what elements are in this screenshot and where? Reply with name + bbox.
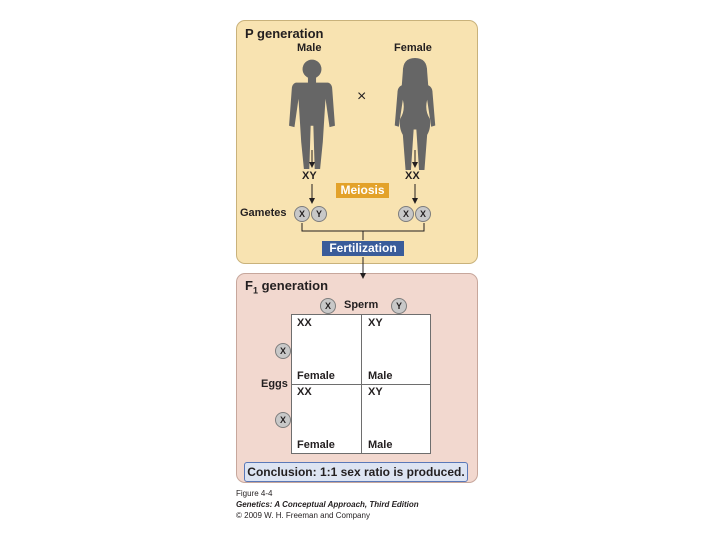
cell-sex: Female [297, 370, 335, 382]
female-genotype: XX [405, 170, 420, 182]
sperm-x: X [320, 298, 336, 314]
p-generation-title: P generation [245, 26, 324, 41]
f1-generation-title: F1 generation [245, 278, 328, 296]
f1-title-rest: generation [257, 278, 329, 293]
meiosis-label: Meiosis [336, 183, 389, 198]
cell-sex: Male [368, 370, 393, 382]
eggs-label: Eggs [261, 378, 288, 390]
egg-x: X [275, 343, 291, 359]
female-gamete-x: X [415, 206, 431, 222]
punnett-divider-horizontal [292, 384, 430, 385]
cell-sex: Male [368, 439, 393, 451]
cell-genotype: XX [297, 317, 312, 329]
gametes-label: Gametes [240, 207, 287, 219]
sperm-label: Sperm [344, 299, 379, 311]
cross-symbol: × [357, 88, 367, 105]
copyright: © 2009 W. H. Freeman and Company [236, 511, 370, 520]
sperm-y: Y [391, 298, 407, 314]
f1-title-letter: F [245, 278, 253, 293]
f1-title-subscript: 1 [252, 285, 258, 296]
male-gamete-x: X [294, 206, 310, 222]
fertilization-bracket [301, 223, 425, 232]
p-generation-panel [236, 20, 478, 264]
female-gamete-x: X [398, 206, 414, 222]
book-title: Genetics: A Conceptual Approach, Third E… [236, 500, 419, 509]
female-label: Female [394, 42, 432, 54]
male-gamete-y: Y [311, 206, 327, 222]
egg-x: X [275, 412, 291, 428]
cell-sex: Female [297, 439, 335, 451]
male-label: Male [297, 42, 322, 54]
conclusion-box: Conclusion: 1:1 sex ratio is produced. [244, 462, 468, 482]
male-genotype: XY [302, 170, 317, 182]
punnett-square [291, 314, 431, 454]
cell-genotype: XY [368, 386, 383, 398]
cell-genotype: XX [297, 386, 312, 398]
cell-genotype: XY [368, 317, 383, 329]
fertilization-label: Fertilization [322, 241, 404, 256]
figure-number: Figure 4-4 [236, 489, 273, 498]
